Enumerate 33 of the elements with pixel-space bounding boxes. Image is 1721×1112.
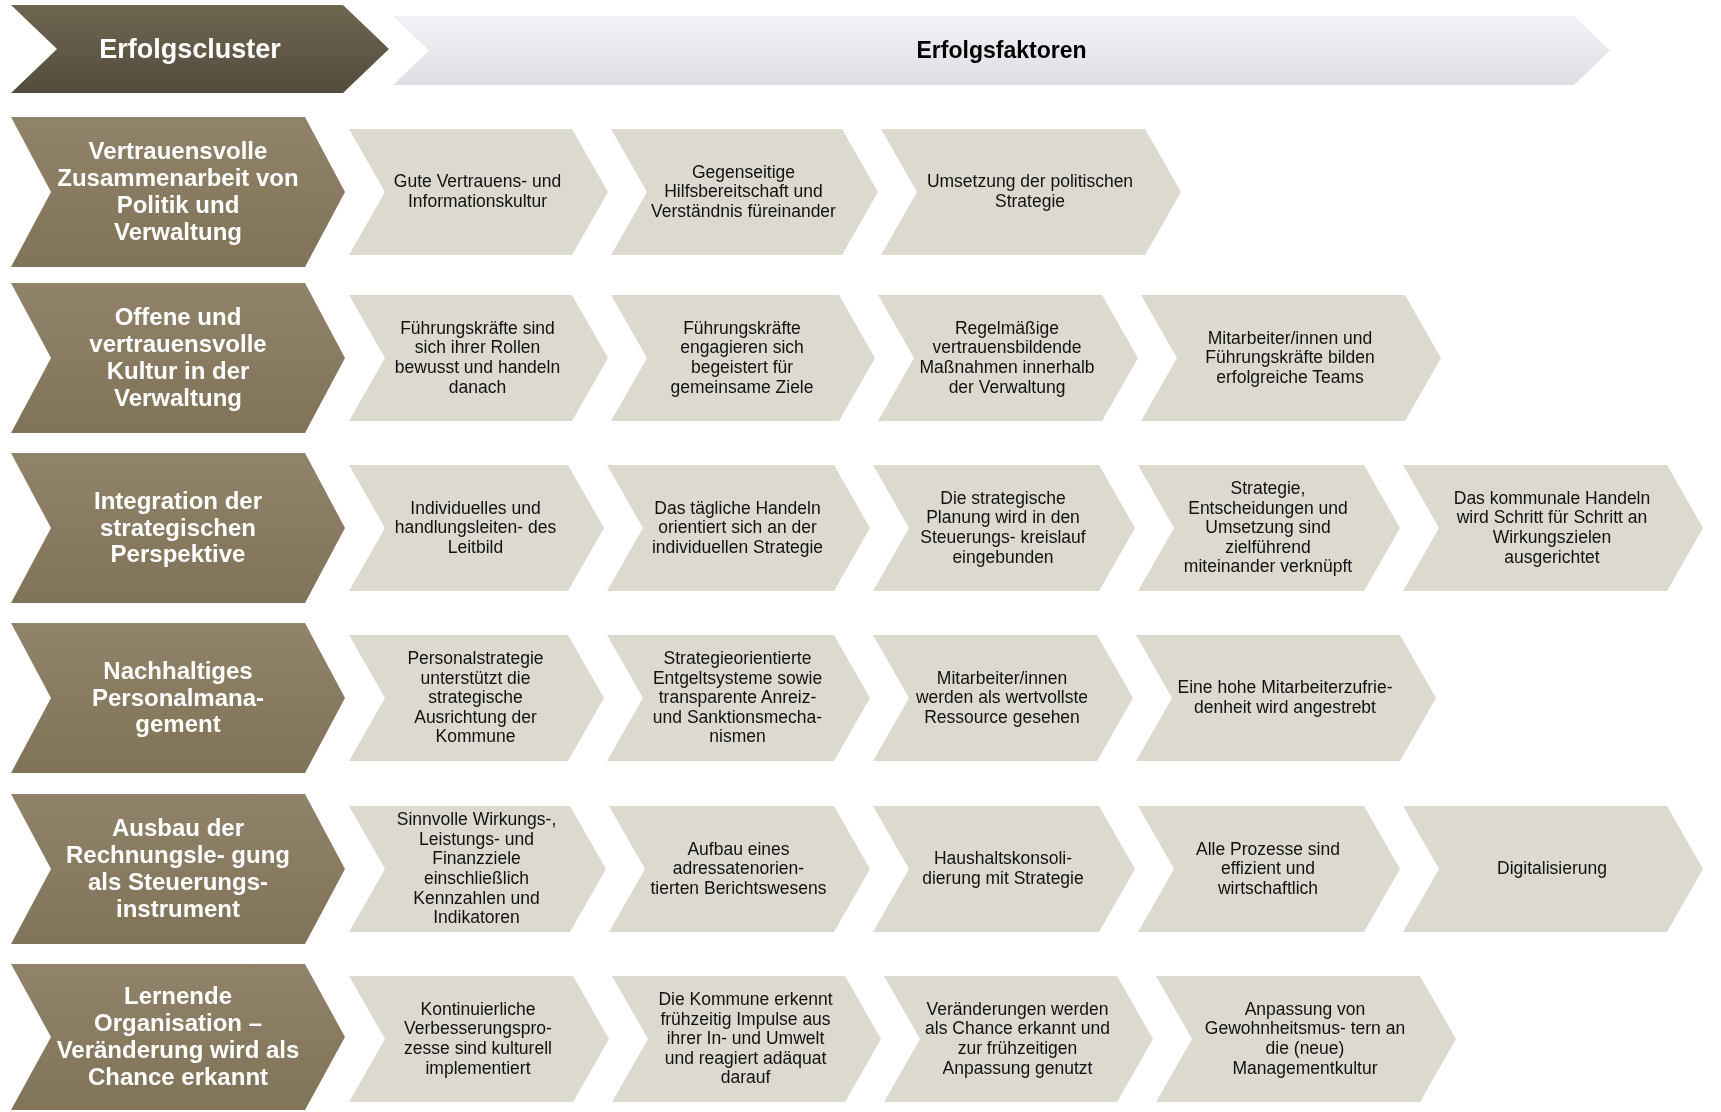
factor-text: Gute Vertrauens- und Informationskultur [392,172,563,212]
factor-text: Mitarbeiter/innen werden als wertvollste Ressource gesehen [914,668,1090,728]
factor-text: Veränderungen werden als Chance erkannt und zur frühzeitigen Anpassung genutzt [924,999,1111,1079]
cluster-title: Ausbau der Rechnungsle- gung als Steuerungs- instrument [65,815,291,923]
factor-text: Umsetzung der politischen Strategie [925,172,1135,212]
factor-text: Kontinuierliche Verbesserungspro- zesse sind kulturell implementiert [403,999,553,1079]
factor-text: Führungskräfte sind sich ihrer Rollen bewusst und handeln danach [393,318,562,398]
factor-text: Mitarbeiter/innen und Führungskräfte bilden erfolgreiche Teams [1204,328,1376,388]
factor-text: Gegenseitige Hilfsbereitschaft und Verständnis füreinander [651,162,836,222]
factor-text: Die strategische Planung wird in den Steuerungs- kreislauf eingebunden [919,488,1087,568]
header-title: Erfolgsfaktoren [916,37,1087,64]
factor-text: Das tägliche Handeln orientiert sich an der individuellen Strategie [650,498,825,558]
factor-text: Individuelles und handlungsleiten- des Leitbild [393,498,558,558]
factor-text: Regelmäßige vertrauensbildende Maßnahmen innerhalb der Verwaltung [918,318,1096,398]
factor-text: Die Kommune erkennt frühzeitig Impulse aus ihrer In- und Umwelt und reagiert adäquat darauf [657,990,834,1088]
cluster-title: Vertrauensvolle Zusammenarbeit von Politik und Verwaltung [56,138,300,246]
factor-text: Strategie, Entscheidungen und Umsetzung sind zielführend miteinander verknüpft [1182,479,1354,577]
factor-text: Das kommunale Handeln wird Schritt für Schritt an Wirkungszielen ausgerichtet [1452,488,1652,568]
factor-text: Eine hohe Mitarbeiterzufrie- denheit wird angestrebt [1176,678,1394,718]
cluster-title: Lernende Organisation – Veränderung wird als Chance erkannt [55,983,301,1091]
factor-text: Haushaltskonsoli- dierung mit Strategie [921,849,1085,889]
cluster-title: Integration der strategischen Perspektive [93,487,263,569]
factor-text: Anpassung von Gewohnheitsmus- tern an die (neue) Managementkultur [1203,999,1407,1079]
cluster-title: Offene und vertrauensvolle Kultur in der Verwaltung [88,304,268,412]
factor-text: Aufbau eines adressatenorien- tierten Berichtswesens [649,839,828,899]
factor-text: Führungskräfte engagieren sich begeistert für gemeinsame Ziele [669,318,815,398]
factor-text: Personalstrategie unterstützt die strategische Ausrichtung der Kommune [406,649,545,747]
factor-text: Strategieorientierte Entgeltsysteme sowie transparente Anreiz- und Sanktionsmecha- nismen [651,649,824,747]
header-title: Erfolgscluster [99,33,281,65]
factor-text: Digitalisierung [1497,859,1607,879]
cluster-title: Nachhaltiges Personalmana- gement [90,657,266,739]
factor-text: Alle Prozesse sind effizient und wirtschaftlich [1195,839,1341,899]
factor-text: Sinnvolle Wirkungs-, Leistungs- und Finanzziele einschließlich Kennzahlen und Indikatoren [395,810,558,928]
